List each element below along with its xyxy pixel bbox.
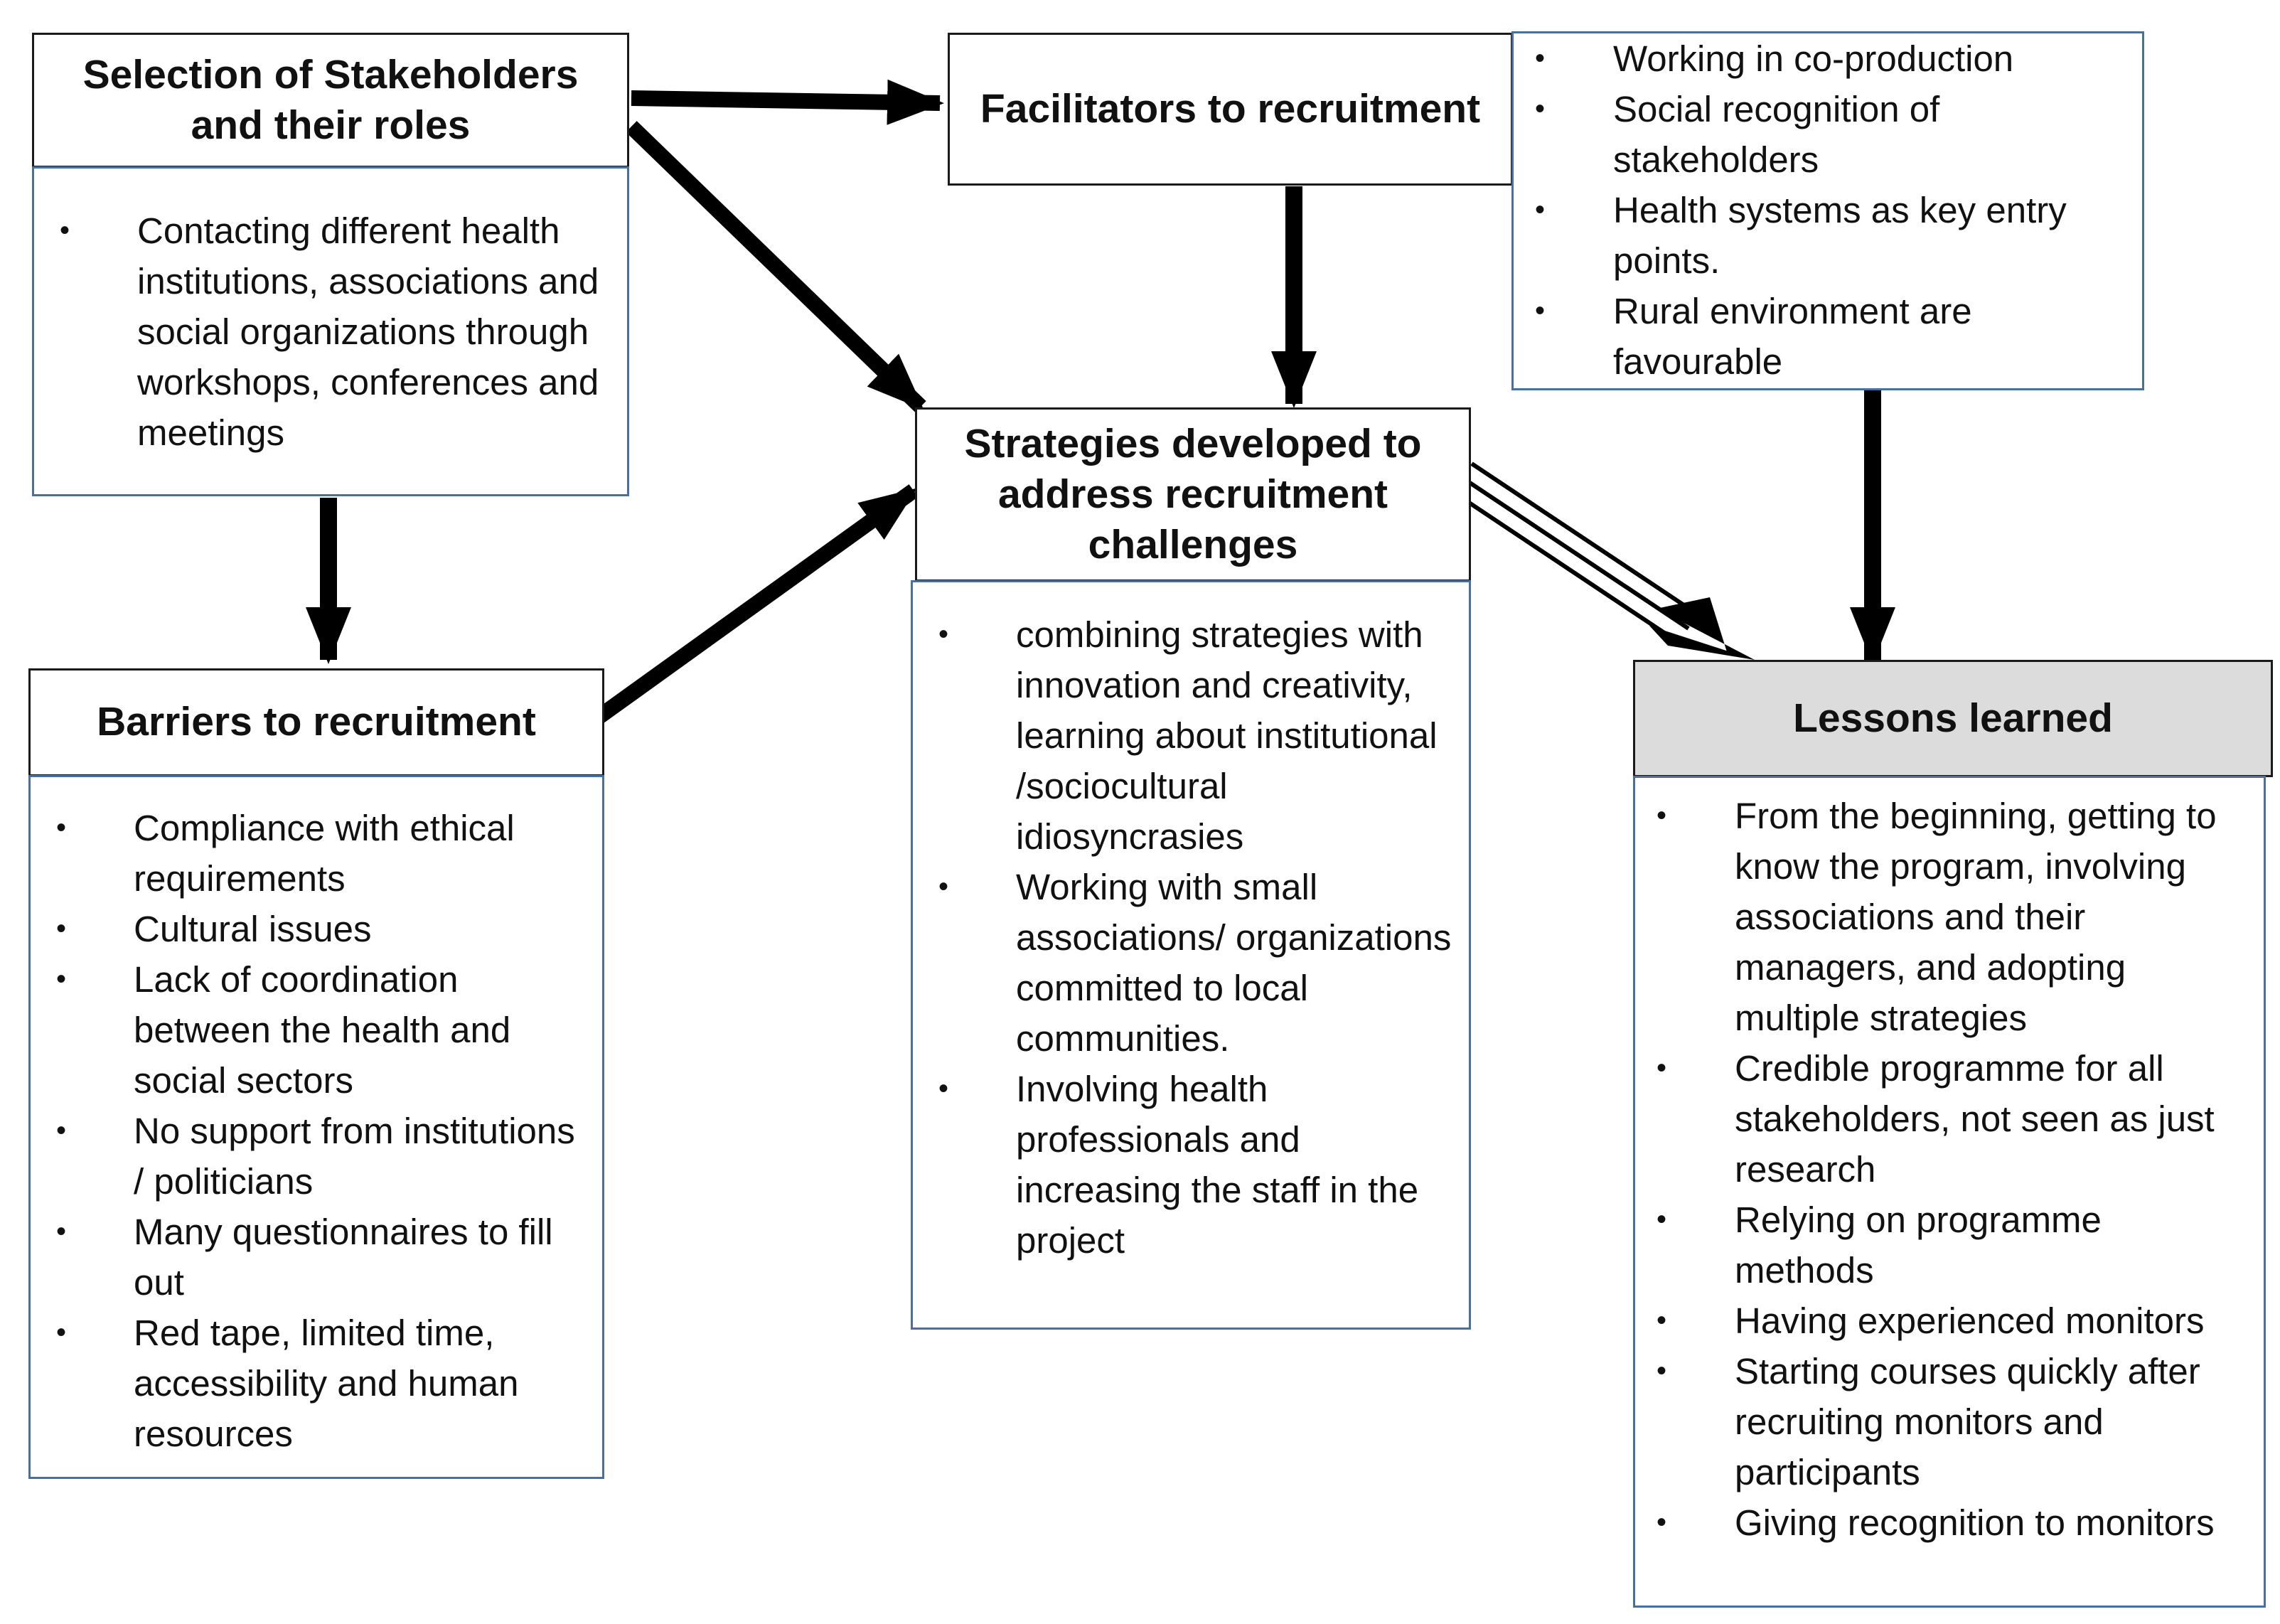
triple-arrow-strategies-to-lessons xyxy=(1456,461,1755,660)
facilitators-item: Working in co-production xyxy=(1514,33,2125,84)
barriers-item: Compliance with ethical requirements xyxy=(31,803,585,904)
barriers-title: Barriers to recruitment xyxy=(97,699,536,745)
strategies-title: Strategies developed to address recruitm… xyxy=(964,420,1422,568)
arrow-selection-to-facilitators xyxy=(631,79,944,125)
lessons-item: Relying on programme methods xyxy=(1635,1195,2249,1296)
selection-item: Contacting different health institutions… xyxy=(34,205,606,458)
lessons-title: Lessons learned xyxy=(1793,695,2113,741)
lessons-header: Lessons learned xyxy=(1633,660,2273,777)
barriers-item: No support from institutions / politicia… xyxy=(31,1106,585,1207)
facilitators-item: Rural environment are favourable xyxy=(1514,286,2125,387)
selection-title: Selection of Stakeholders and their role… xyxy=(82,51,579,148)
barriers-item: Cultural issues xyxy=(31,904,585,954)
barriers-item: Many questionnaires to fill out xyxy=(31,1207,585,1308)
strategies-item: Working with small associations/ organiz… xyxy=(913,862,1452,1064)
lessons-item: Credible programme for all stakeholders,… xyxy=(1635,1043,2249,1195)
lessons-item: Starting courses quickly after recruitin… xyxy=(1635,1346,2249,1497)
barriers-list: Compliance with ethical requirementsCult… xyxy=(28,775,604,1479)
strategies-item: Involving health professionals and incre… xyxy=(913,1064,1452,1266)
barriers-item: Red tape, limited time, accessibility an… xyxy=(31,1308,585,1459)
facilitators-list: Working in co-productionSocial recogniti… xyxy=(1511,31,2144,390)
lessons-item: From the beginning, getting to know the … xyxy=(1635,791,2249,1043)
barriers-item: Lack of coordination between the health … xyxy=(31,954,585,1106)
lessons-item: Giving recognition to monitors xyxy=(1635,1497,2249,1548)
facilitators-item: Social recognition of stakeholders xyxy=(1514,84,2125,185)
facilitators-item: Health systems as key entry points. xyxy=(1514,185,2125,286)
facilitators-title: Facilitators to recruitment xyxy=(980,85,1481,132)
strategies-item: combining strategies with innovation and… xyxy=(913,609,1452,862)
arrow-selection-to-strategies xyxy=(626,121,926,412)
barriers-header: Barriers to recruitment xyxy=(28,668,604,776)
selection-header: Selection of Stakeholders and their role… xyxy=(32,33,629,168)
facilitators-header: Facilitators to recruitment xyxy=(948,33,1513,186)
arrow-barriers-to-strategies xyxy=(592,484,919,725)
strategies-list: combining strategies with innovation and… xyxy=(911,580,1471,1330)
lessons-item: Having experienced monitors xyxy=(1635,1296,2249,1346)
strategies-header: Strategies developed to address recruitm… xyxy=(915,407,1471,582)
selection-list: Contacting different health institutions… xyxy=(32,166,629,496)
lessons-list: From the beginning, getting to know the … xyxy=(1633,776,2266,1608)
